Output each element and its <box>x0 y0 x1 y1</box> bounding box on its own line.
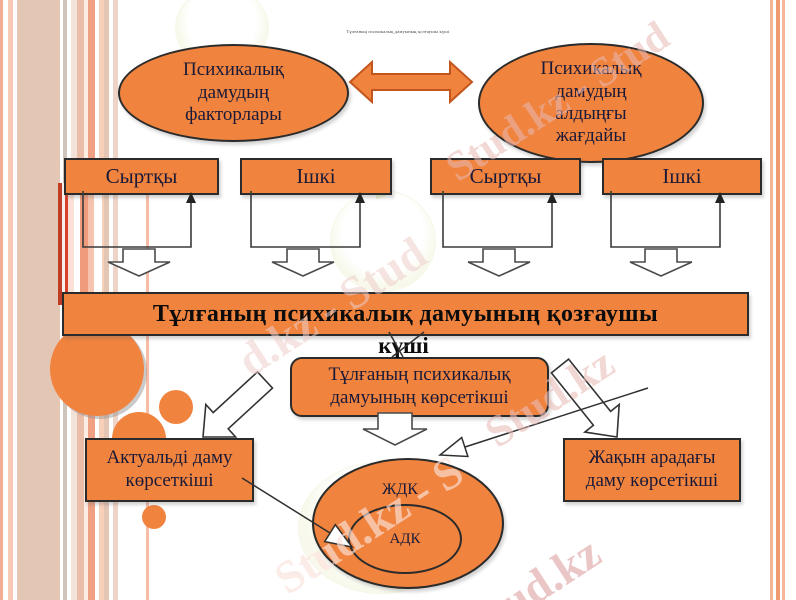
preconditions-ellipse-label: Психикалық дамудың алдыңғы жағдайы <box>540 58 642 147</box>
decor-circle-large <box>50 322 144 416</box>
stud-logo-watermark <box>330 185 436 292</box>
preconditions-ellipse: Психикалық дамудың алдыңғы жағдайы <box>478 43 704 163</box>
decor-circle-small <box>159 390 193 424</box>
vertical-accent-line <box>146 183 149 600</box>
factor-box-internal-2: Ішкі <box>602 158 762 195</box>
mid-down-block-arrow <box>362 412 428 446</box>
adk-label: АДК <box>389 530 421 547</box>
main-banner: Тұлғаның психикалық дамуының қозғаушы <box>62 292 749 336</box>
diagonal-arrow-right-icon <box>550 357 621 438</box>
zhdk-label: ЖДК <box>382 481 418 498</box>
decor-circle-tiny <box>142 505 166 529</box>
diagonal-arrow-left-icon <box>202 370 274 438</box>
proximal-development-box: Жақын арадағы даму көрсетікші <box>563 438 741 502</box>
double-arrow-icon <box>348 59 474 105</box>
left-red-stripes <box>58 183 102 305</box>
main-banner-text: Тұлғаның психикалық дамуының қозғаушы <box>152 300 659 327</box>
factor-box-label: Ішкі <box>662 164 702 188</box>
factor-box-label: Ішкі <box>296 164 336 188</box>
actual-development-box: Актуальді даму көрсеткіші <box>85 438 254 502</box>
slide-micro-title: Тұлғаның психикалық дамуының қозғаушы кү… <box>346 29 450 34</box>
indicator-box-label: Тұлғаның психикалық дамуының көрсетікші <box>328 364 511 408</box>
factor-box-internal-1: Ішкі <box>240 158 392 195</box>
actual-development-label: Актуальді даму көрсеткіші <box>106 447 233 491</box>
proximal-development-label: Жақын арадағы даму көрсетікші <box>585 447 719 491</box>
factors-ellipse: Психикалық дамудың факторлары <box>118 44 349 142</box>
factors-ellipse-label: Психикалық дамудың факторлары <box>182 59 284 126</box>
factor-box-external-2: Сыртқы <box>430 158 581 195</box>
indicator-box: Тұлғаның психикалық дамуының көрсетікші <box>290 357 549 417</box>
right-stripe-band <box>768 0 788 600</box>
adk-ellipse: АДК <box>348 504 462 574</box>
factor-box-label: Сыртқы <box>105 164 178 188</box>
main-banner-overflow-word: күші <box>378 333 429 358</box>
factor-box-external-1: Сыртқы <box>64 158 219 195</box>
factor-box-label: Сыртқы <box>469 164 542 188</box>
